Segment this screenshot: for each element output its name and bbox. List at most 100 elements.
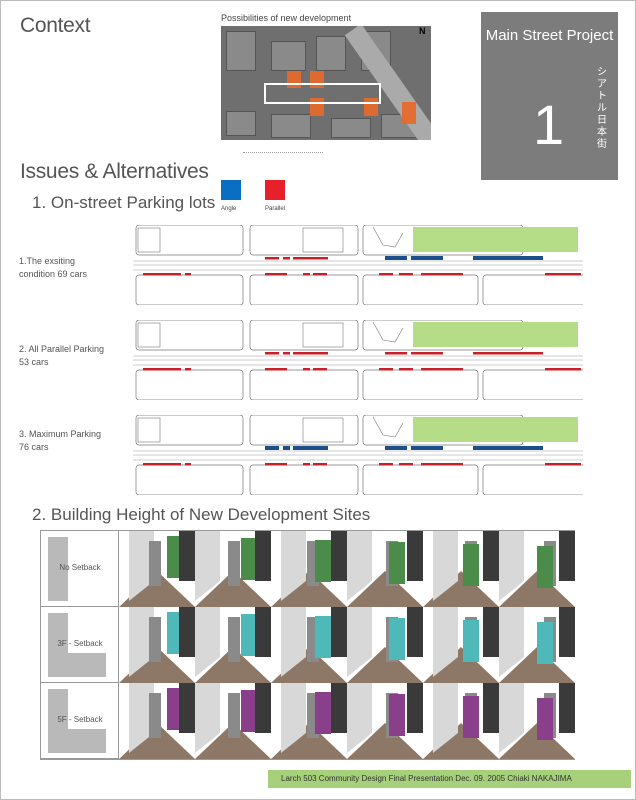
parallel-parking (399, 368, 413, 371)
city-block (362, 464, 479, 495)
parallel-parking (265, 257, 279, 260)
parallel-parking (283, 257, 290, 260)
street-view-render (195, 607, 271, 683)
parallel-parking (143, 368, 181, 371)
angle-parking (385, 446, 407, 450)
parallel-parking (303, 463, 310, 466)
parallel-parking (313, 463, 327, 466)
japanese-title: シアトル日本街 (597, 67, 607, 150)
parallel-parking (399, 273, 413, 276)
footer-banner: Larch 503 Community Design Final Present… (268, 770, 631, 788)
parallel-parking (379, 463, 393, 466)
irregular-lot (372, 321, 404, 343)
legend-label-angle: Angle (221, 206, 237, 212)
building-footprint (137, 417, 161, 443)
parallel-parking (385, 352, 407, 355)
street-view-render (499, 683, 575, 759)
building-footprint (302, 417, 344, 443)
street-view-render (347, 531, 423, 607)
building-footprint (137, 322, 161, 348)
parallel-parking (473, 352, 543, 355)
irregular-lot (372, 416, 404, 438)
city-block (135, 320, 244, 351)
parking-plan-1 (133, 225, 583, 305)
parallel-parking (185, 463, 191, 466)
issues-heading: Issues & Alternatives (20, 160, 209, 183)
new-building-mass (463, 696, 479, 738)
street-view-render (271, 607, 347, 683)
parallel-parking (313, 368, 327, 371)
legend-label-parallel: Parallel (265, 206, 286, 212)
new-building-mass (389, 618, 405, 660)
park-area (413, 227, 578, 252)
building-footprint (302, 322, 344, 348)
angle-parking (385, 256, 407, 260)
new-building-mass (241, 614, 257, 656)
parallel-parking (293, 257, 328, 260)
street-view-render (119, 607, 195, 683)
angle-parking (293, 446, 328, 450)
city-block (249, 415, 359, 446)
study-area-outline (264, 83, 381, 104)
development-site (402, 102, 416, 124)
street-view-render (423, 531, 499, 607)
context-heading: Context (20, 14, 91, 37)
setback-label: 3F - Setback (57, 639, 103, 648)
city-block (249, 320, 359, 351)
street-view-render (423, 607, 499, 683)
legend-swatch-parallel (265, 180, 285, 200)
parallel-parking (185, 273, 191, 276)
city-block (135, 464, 244, 495)
irregular-lot (372, 226, 404, 248)
building-height-grid: No Setback (40, 530, 575, 760)
city-block (135, 225, 244, 256)
new-building-mass (389, 694, 405, 736)
new-building-mass (315, 692, 331, 734)
angle-parking (411, 256, 443, 260)
street-view-render (347, 683, 423, 759)
new-building-mass (241, 538, 257, 580)
legend-swatch-angle (221, 180, 241, 200)
parallel-parking (265, 352, 279, 355)
parallel-parking (293, 352, 328, 355)
parallel-parking (379, 368, 393, 371)
park-area (413, 322, 578, 347)
angle-parking (411, 446, 443, 450)
parallel-parking (545, 463, 581, 466)
city-block (362, 369, 479, 400)
building-footprint (137, 227, 161, 253)
city-block (249, 225, 359, 256)
city-block (135, 415, 244, 446)
angle-parking (473, 446, 543, 450)
new-building-mass (537, 698, 553, 740)
park-area (413, 417, 578, 442)
parallel-parking (265, 368, 287, 371)
street-view-render (271, 683, 347, 759)
new-building-mass (463, 544, 479, 586)
angle-parking (283, 446, 290, 450)
angle-parking (473, 256, 543, 260)
setback-diagram (48, 537, 68, 601)
setback-option-2: 3F - Setback (41, 607, 119, 683)
city-block (482, 464, 583, 495)
parallel-parking (379, 273, 393, 276)
parking-plan-2 (133, 320, 583, 400)
street-view-render (271, 531, 347, 607)
case-count: 53 cars (19, 357, 49, 367)
project-title: Main Street Project (485, 27, 614, 44)
parallel-parking (265, 273, 287, 276)
parallel-parking (421, 463, 463, 466)
new-building-mass (537, 546, 553, 588)
new-building-mass (315, 616, 331, 658)
parallel-parking (265, 463, 287, 466)
case-count: condition 69 cars (19, 269, 88, 279)
parallel-parking (303, 368, 310, 371)
setback-label: No Setback (59, 563, 101, 572)
aerial-map (221, 26, 431, 140)
new-building-mass (463, 620, 479, 662)
street-view-render (119, 683, 195, 759)
project-number: 1 (533, 93, 565, 156)
street-view-render (119, 531, 195, 607)
parallel-parking (185, 368, 191, 371)
street-view-render (195, 683, 271, 759)
